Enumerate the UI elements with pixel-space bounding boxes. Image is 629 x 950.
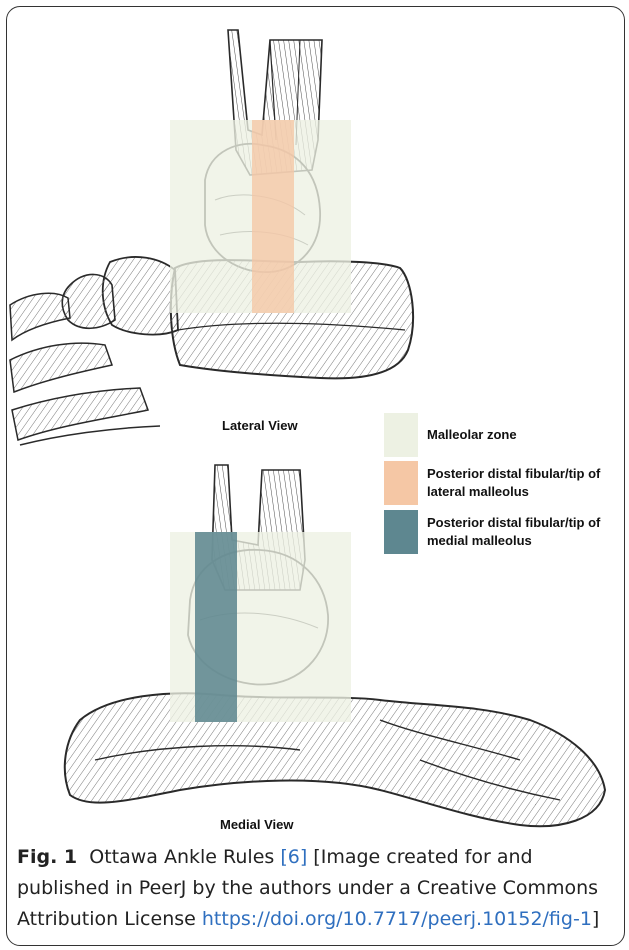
lateral-view-drawing [10,30,413,445]
legend-swatch [384,461,418,505]
legend-swatch [384,413,418,457]
caption-title: Ottawa Ankle Rules [89,846,274,868]
legend-item-lateral-malleolus: Posterior distal fibular/tip of lateral … [384,461,627,505]
citation-link[interactable]: [6] [280,846,307,868]
legend-item-malleolar-zone: Malleolar zone [384,413,627,457]
lateral-malleolus-zone [252,120,294,313]
caption-label: Fig. 1 [17,846,77,868]
doi-link[interactable]: https://doi.org/10.7717/peerj.10152/fig-… [202,908,592,930]
medial-view-label: Medial View [220,817,293,832]
caption-end: ] [592,908,599,930]
medial-malleolus-zone [195,532,237,722]
legend-swatch [384,510,418,554]
figure-caption: Fig. 1 Ottawa Ankle Rules [6] [Image cre… [17,842,617,935]
legend-label: Posterior distal fibular/tip of lateral … [427,465,627,501]
lateral-view-label: Lateral View [222,418,298,433]
legend-item-medial-malleolus: Posterior distal fibular/tip of medial m… [384,510,627,554]
legend-label: Posterior distal fibular/tip of medial m… [427,514,627,550]
legend-label: Malleolar zone [427,426,627,444]
